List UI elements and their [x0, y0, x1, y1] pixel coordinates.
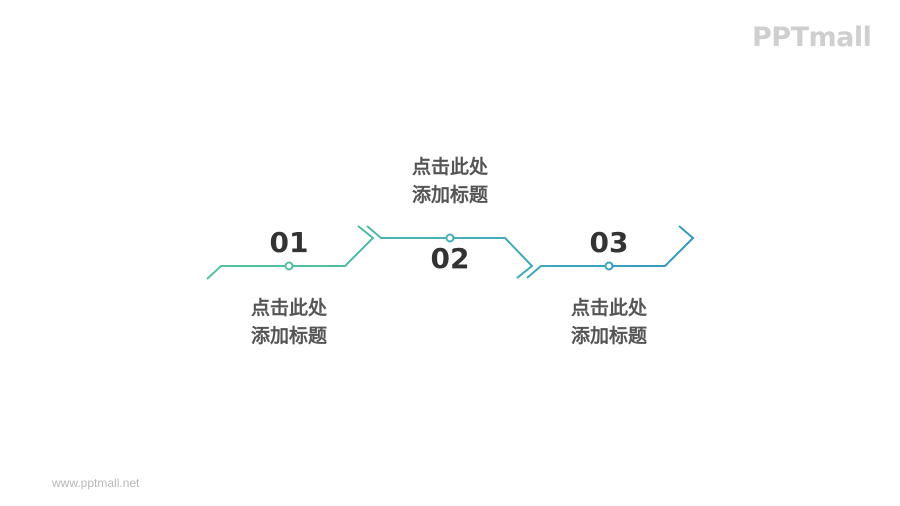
step-1-title-line1: 点击此处 [250, 297, 327, 319]
step-2-title[interactable]: 点击此处 添加标题 [390, 153, 510, 209]
footer-url: www.pptmall.net [52, 476, 140, 490]
segment-1 [206, 225, 375, 290]
step-3-title-line1: 点击此处 [570, 297, 647, 319]
step-3-title-line2: 添加标题 [570, 325, 647, 347]
step-2-title-line1: 点击此处 [411, 156, 488, 178]
segment-3 [526, 225, 695, 290]
step-3-title[interactable]: 点击此处 添加标题 [549, 294, 669, 350]
step-1-title-line2: 添加标题 [250, 325, 327, 347]
step-2-number: 02 [430, 242, 470, 275]
pptmall-logo: PPTmall [752, 22, 872, 53]
step-3-number: 03 [589, 226, 629, 259]
step-2-title-line2: 添加标题 [411, 184, 488, 206]
step-1-title[interactable]: 点击此处 添加标题 [229, 294, 349, 350]
segment-2 [366, 215, 534, 279]
step-1-number: 01 [269, 226, 309, 259]
